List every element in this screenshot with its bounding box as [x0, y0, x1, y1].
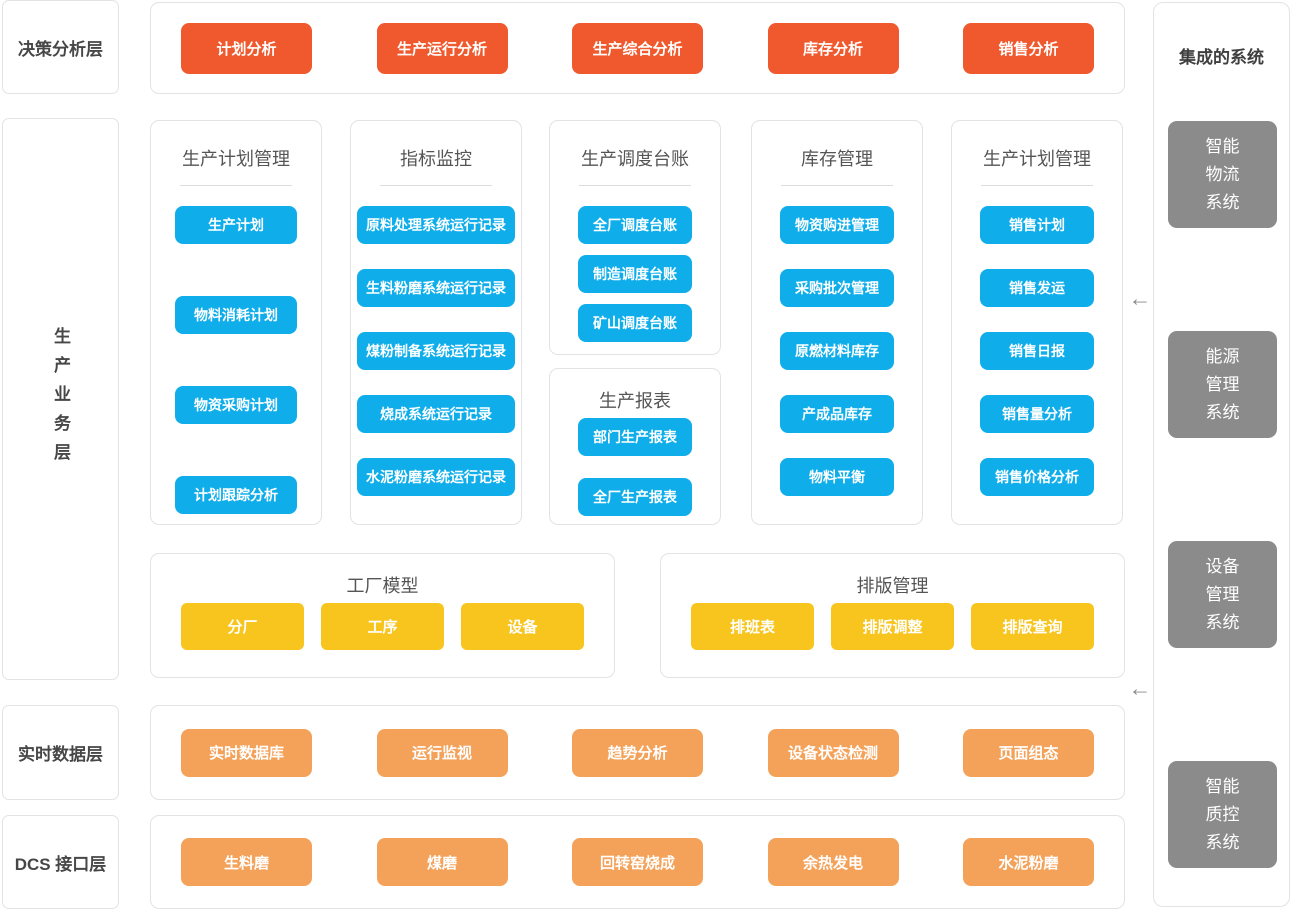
decision-layer-text: 决策分析层 — [18, 39, 103, 59]
dcs-interface-panel: 生料磨 煤磨 回转窑烧成 余热发电 水泥粉磨 — [150, 815, 1125, 909]
integrated-systems-title: 集成的系统 — [1179, 48, 1264, 67]
production-plan-mgmt-card: 生产计划管理 生产计划 物料消耗计划 物资采购计划 计划跟踪分析 — [150, 120, 322, 525]
department-production-report-button[interactable]: 部门生产报表 — [578, 418, 692, 456]
title-separator — [781, 185, 893, 186]
dispatch-ledger-buttons: 全厂调度台账 制造调度台账 矿山调度台账 — [550, 206, 720, 342]
factory-model-title: 工厂模型 — [346, 576, 419, 596]
production-report-buttons: 部门生产报表 全厂生产报表 — [550, 418, 720, 516]
plan-tracking-analysis-button[interactable]: 计划跟踪分析 — [175, 476, 297, 514]
rotary-kiln-burning-button[interactable]: 回转窑烧成 — [572, 838, 703, 886]
sales-plan-button[interactable]: 销售计划 — [980, 206, 1094, 244]
layout-query-button[interactable]: 排版查询 — [971, 603, 1094, 650]
raw-mill-button[interactable]: 生料磨 — [181, 838, 312, 886]
smart-quality-system-box[interactable]: 智能 质控 系统 — [1168, 761, 1277, 868]
production-report-card: 生产报表 部门生产报表 全厂生产报表 — [549, 368, 721, 525]
inventory-analysis-button[interactable]: 库存分析 — [767, 22, 899, 74]
dcs-layer-label: DCS 接口层 — [2, 815, 119, 909]
business-layer-label: 生产业务层 — [2, 118, 119, 680]
indicator-monitor-buttons: 原料处理系统运行记录 生料粉磨系统运行记录 煤粉制备系统运行记录 烧成系统运行记… — [351, 206, 521, 496]
clinker-burning-record-button[interactable]: 烧成系统运行记录 — [357, 395, 515, 433]
mine-dispatch-ledger-button[interactable]: 矿山调度台账 — [578, 304, 692, 342]
raw-meal-grinding-record-button[interactable]: 生料粉磨系统运行记录 — [357, 269, 515, 307]
sales-plan-mgmt-card: 生产计划管理 销售计划 销售发运 销售日报 销售量分析 销售价格分析 — [951, 120, 1123, 525]
finished-goods-inventory-button[interactable]: 产成品库存 — [780, 395, 894, 433]
realtime-layer-text: 实时数据层 — [18, 745, 103, 764]
inventory-mgmt-buttons: 物资购进管理 采购批次管理 原燃材料库存 产成品库存 物料平衡 — [752, 206, 922, 496]
dispatch-ledger-card: 生产调度台账 全厂调度台账 制造调度台账 矿山调度台账 — [549, 120, 721, 355]
smart-logistics-system-box[interactable]: 智能 物流 系统 — [1168, 121, 1277, 228]
manufacturing-dispatch-ledger-button[interactable]: 制造调度台账 — [578, 255, 692, 293]
layout-mgmt-title: 排版管理 — [856, 576, 929, 596]
title-separator — [380, 185, 492, 186]
waste-heat-power-button[interactable]: 余热发电 — [767, 838, 899, 886]
equipment-button[interactable]: 设备 — [461, 603, 584, 650]
sales-analysis-button[interactable]: 销售分析 — [963, 22, 1094, 74]
material-purchase-mgmt-button[interactable]: 物资购进管理 — [780, 206, 894, 244]
sales-plan-mgmt-title: 生产计划管理 — [983, 149, 1091, 169]
indicator-monitor-title: 指标监控 — [400, 149, 472, 169]
production-operation-analysis-button[interactable]: 生产运行分析 — [376, 22, 508, 74]
purchase-batch-mgmt-button[interactable]: 采购批次管理 — [780, 269, 894, 307]
raw-fuel-inventory-button[interactable]: 原燃材料库存 — [780, 332, 894, 370]
branch-plant-button[interactable]: 分厂 — [181, 603, 304, 650]
factory-model-buttons: 分厂 工序 设备 — [181, 603, 584, 650]
plant-dispatch-ledger-button[interactable]: 全厂调度台账 — [578, 206, 692, 244]
dispatch-ledger-title: 生产调度台账 — [581, 149, 689, 169]
sales-volume-analysis-button[interactable]: 销售量分析 — [980, 395, 1094, 433]
title-separator — [180, 185, 292, 186]
inventory-mgmt-card: 库存管理 物资购进管理 采购批次管理 原燃材料库存 产成品库存 物料平衡 — [751, 120, 923, 525]
sales-price-analysis-button[interactable]: 销售价格分析 — [980, 458, 1094, 496]
realtime-data-panel: 实时数据库 运行监视 趋势分析 设备状态检测 页面组态 — [150, 705, 1125, 800]
integrated-systems-panel: 集成的系统 智能 物流 系统 能源 管理 系统 设备 管理 系统 智能 质控 系… — [1153, 2, 1290, 907]
layout-mgmt-buttons: 排班表 排版调整 排版查询 — [691, 603, 1094, 650]
process-button[interactable]: 工序 — [321, 603, 444, 650]
title-separator — [981, 185, 1093, 186]
material-consumption-plan-button[interactable]: 物料消耗计划 — [175, 296, 297, 334]
business-layer-text: 生产业务层 — [51, 326, 70, 472]
sales-daily-report-button[interactable]: 销售日报 — [980, 332, 1094, 370]
production-plan-mgmt-buttons: 生产计划 物料消耗计划 物资采购计划 计划跟踪分析 — [151, 206, 321, 514]
factory-model-card: 工厂模型 分厂 工序 设备 — [150, 553, 615, 678]
sales-plan-mgmt-buttons: 销售计划 销售发运 销售日报 销售量分析 销售价格分析 — [952, 206, 1122, 496]
layout-adjust-button[interactable]: 排版调整 — [831, 603, 954, 650]
title-separator — [579, 185, 691, 186]
coal-mill-button[interactable]: 煤磨 — [376, 838, 508, 886]
plan-analysis-button[interactable]: 计划分析 — [181, 22, 312, 74]
plant-production-report-button[interactable]: 全厂生产报表 — [578, 478, 692, 516]
production-comprehensive-analysis-button[interactable]: 生产综合分析 — [572, 22, 703, 74]
cement-grinding-record-button[interactable]: 水泥粉磨系统运行记录 — [357, 458, 515, 496]
inventory-mgmt-title: 库存管理 — [801, 149, 873, 169]
raw-material-processing-record-button[interactable]: 原料处理系统运行记录 — [357, 206, 515, 244]
production-plan-mgmt-title: 生产计划管理 — [182, 149, 290, 169]
material-balance-button[interactable]: 物料平衡 — [780, 458, 894, 496]
operation-monitor-button[interactable]: 运行监视 — [376, 728, 508, 777]
cement-grinding-button[interactable]: 水泥粉磨 — [963, 838, 1094, 886]
coal-powder-prep-record-button[interactable]: 煤粉制备系统运行记录 — [357, 332, 515, 370]
energy-mgmt-system-box[interactable]: 能源 管理 系统 — [1168, 331, 1277, 438]
left-arrow-icon: ← — [1128, 675, 1152, 701]
indicator-monitor-card: 指标监控 原料处理系统运行记录 生料粉磨系统运行记录 煤粉制备系统运行记录 烧成… — [350, 120, 522, 525]
equipment-mgmt-system-box[interactable]: 设备 管理 系统 — [1168, 541, 1277, 648]
trend-analysis-button[interactable]: 趋势分析 — [572, 728, 703, 777]
production-plan-button[interactable]: 生产计划 — [175, 206, 297, 244]
equipment-status-detect-button[interactable]: 设备状态检测 — [767, 728, 899, 777]
page-configuration-button[interactable]: 页面组态 — [963, 728, 1094, 777]
realtime-database-button[interactable]: 实时数据库 — [181, 728, 312, 777]
sales-shipment-button[interactable]: 销售发运 — [980, 269, 1094, 307]
left-arrow-icon: ← — [1128, 285, 1152, 311]
layout-mgmt-card: 排版管理 排班表 排版调整 排版查询 — [660, 553, 1125, 678]
dcs-layer-text: DCS 接口层 — [14, 854, 107, 874]
decision-layer-label: 决策分析层 — [2, 0, 119, 94]
decision-analysis-panel: 计划分析 生产运行分析 生产综合分析 库存分析 销售分析 — [150, 2, 1125, 94]
production-report-title: 生产报表 — [599, 391, 671, 411]
material-procurement-plan-button[interactable]: 物资采购计划 — [175, 386, 297, 424]
realtime-layer-label: 实时数据层 — [2, 705, 119, 800]
shift-schedule-button[interactable]: 排班表 — [691, 603, 814, 650]
